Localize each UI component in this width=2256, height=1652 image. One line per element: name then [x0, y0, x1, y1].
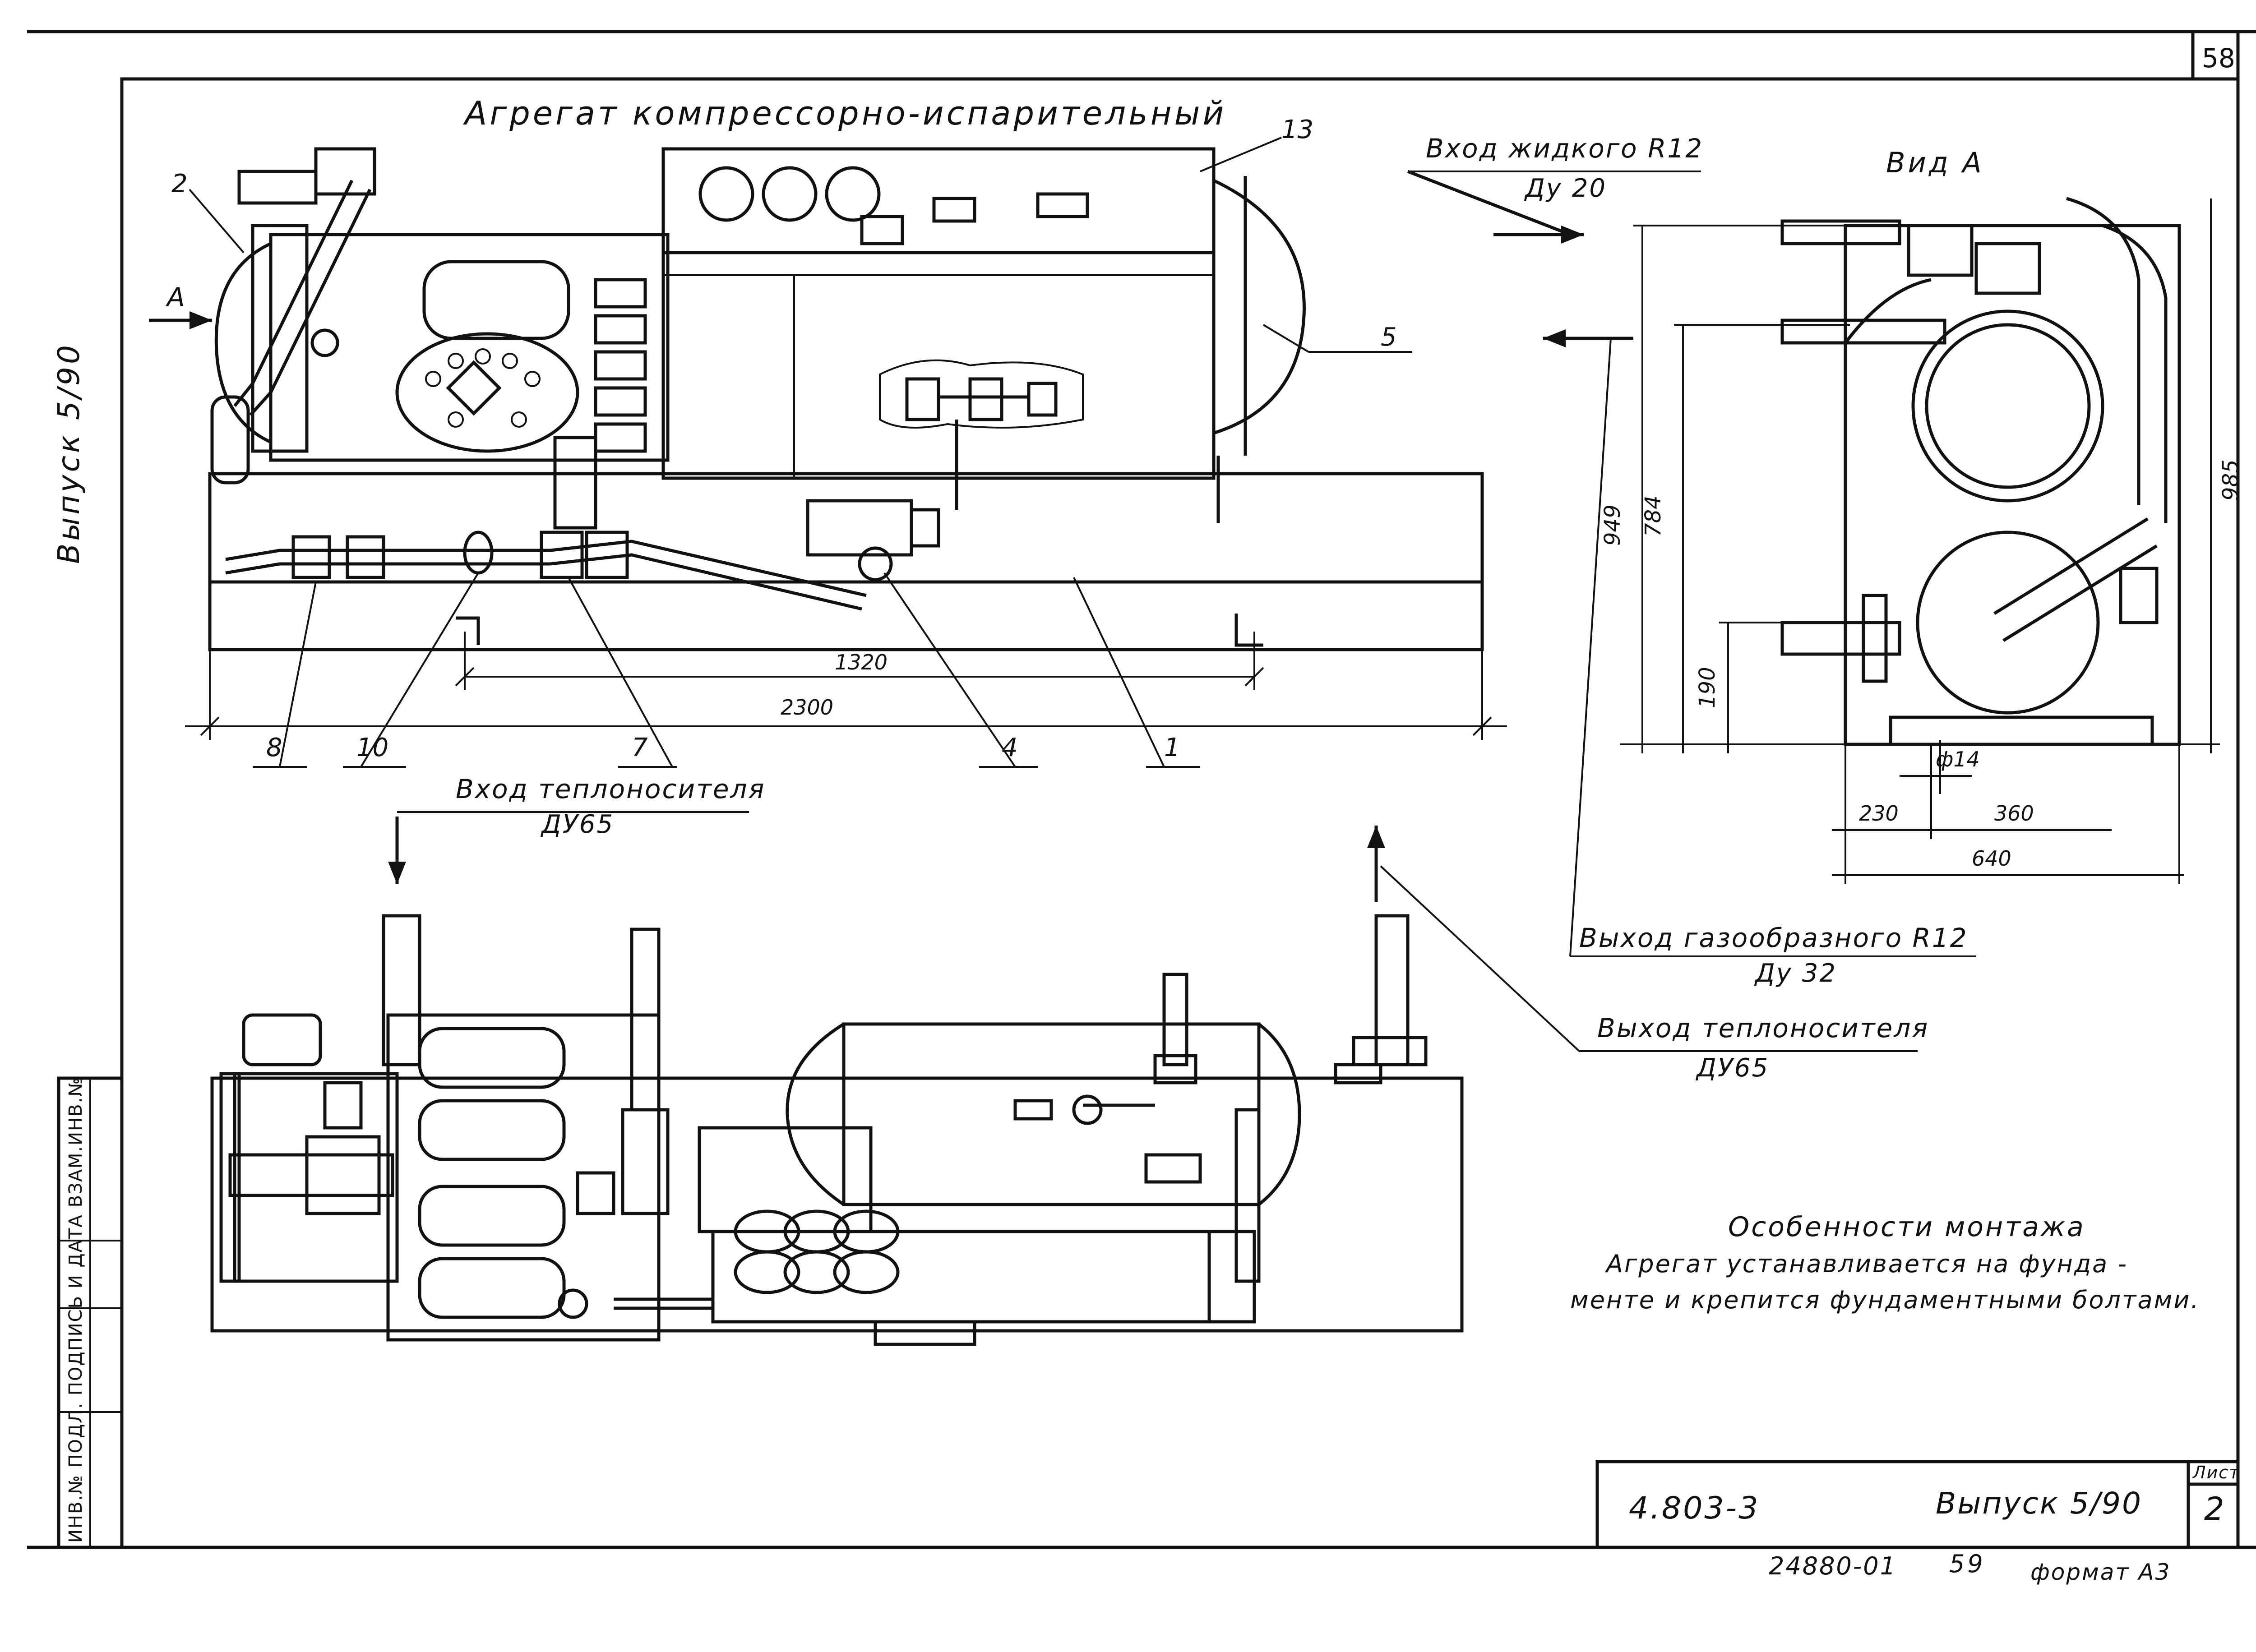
sheet-frame — [27, 30, 2256, 1549]
dimension-1320: 1320 — [835, 650, 888, 674]
view-a-drawing — [1407, 170, 2220, 957]
dimension-360: 360 — [1994, 801, 2034, 826]
view-a-arrow-label: А — [167, 282, 185, 313]
sheet-label: Лист — [2193, 1463, 2240, 1482]
dimension-640: 640 — [1972, 846, 2011, 871]
main-title: Агрегат компрессорно-испарительный — [465, 94, 1227, 132]
gas-outlet-text: Выход газообразного R12 — [1579, 923, 1968, 953]
notes-heading: Особенности монтажа — [1728, 1211, 2085, 1243]
dimension-949: 949 — [1600, 504, 1625, 546]
coolant-outlet-size: ДУ65 — [1697, 1053, 1770, 1083]
title-block-series: Выпуск 5/90 — [1936, 1486, 2142, 1521]
callout-8: 8 — [266, 733, 282, 762]
callout-13: 13 — [1281, 115, 1314, 144]
dimension-230: 230 — [1859, 801, 1899, 826]
coolant-inlet-size: ДУ65 — [541, 810, 615, 839]
notes-line-1: Агрегат устанавливается на фунда - — [1606, 1250, 2128, 1278]
callout-10: 10 — [356, 733, 389, 762]
stamp-strip-label: ИНВ.№ ПОДЛ. ПОДПИСЬ И ДАТА ВЗАМ.ИНВ.№ — [65, 1077, 86, 1543]
copy-number: 59 — [1949, 1550, 1986, 1578]
top-view-drawing — [149, 137, 1507, 768]
callout-4: 4 — [1002, 733, 1018, 762]
inlet-liquid-text: Вход жидкого R12 — [1426, 133, 1704, 164]
title-block — [1595, 1460, 2240, 1549]
dimension-985: 985 — [2218, 459, 2243, 501]
dimension-190: 190 — [1695, 667, 1720, 708]
archive-number: 24880-01 — [1769, 1552, 1897, 1580]
callout-1: 1 — [1164, 733, 1180, 762]
inlet-liquid-size: Ду 20 — [1525, 174, 1607, 203]
coolant-inlet-text: Вход теплоносителя — [456, 774, 766, 804]
dimension-hole-14: ф14 — [1936, 747, 1980, 771]
sheet-number: 2 — [2204, 1490, 2227, 1527]
callout-2: 2 — [171, 169, 188, 198]
callout-5: 5 — [1381, 323, 1397, 352]
coolant-outlet-text: Выход теплоносителя — [1597, 1013, 1929, 1043]
bottom-view-drawing — [210, 811, 1918, 1346]
notes-line-2: менте и крепится фундаментными болтами. — [1570, 1286, 2200, 1314]
side-series-label: Выпуск 5/90 — [51, 342, 86, 564]
format-label: формат А3 — [2030, 1559, 2171, 1585]
dimension-784: 784 — [1641, 495, 1666, 537]
document-code: 4.803-3 — [1629, 1490, 1760, 1526]
gas-outlet-size: Ду 32 — [1755, 959, 1837, 988]
callout-7: 7 — [632, 733, 648, 762]
dimension-2300: 2300 — [781, 695, 834, 720]
view-a-title: Вид А — [1886, 146, 1984, 179]
page-number: 58 — [2202, 43, 2235, 74]
